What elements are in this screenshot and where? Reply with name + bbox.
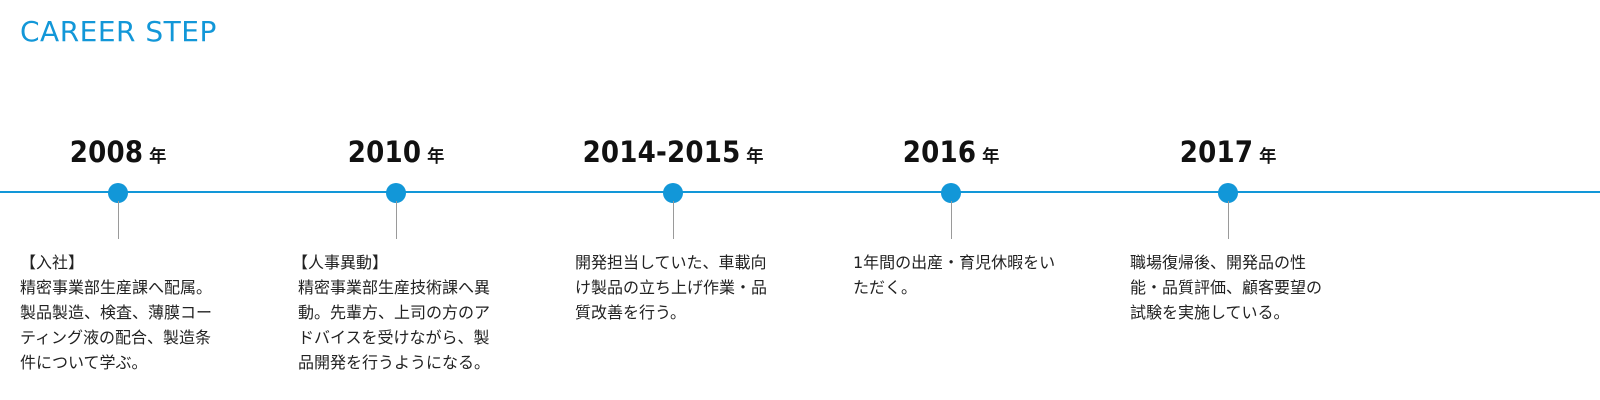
year-number: 2017 [1179,135,1254,169]
year-unit: 年 [427,147,445,167]
milestone-text: 精密事業部生産技術課へ異動。先輩方、上司の方のアドバイスを受けながら、製品開発を… [298,278,491,372]
year-unit: 年 [1259,147,1277,167]
year-number: 2016 [902,135,977,169]
milestone-description: 【入社】 精密事業部生産課へ配属。製品製造、検査、薄膜コーティング液の配合、製造… [20,250,226,375]
milestone-text: 開発担当していた、車載向け製品の立ち上げ作業・品質改善を行う。 [575,253,768,322]
timeline-stem [1228,201,1229,239]
year-unit: 年 [746,147,764,167]
timeline-dot [663,183,683,203]
year-unit: 年 [149,147,167,167]
year-number: 2014-2015 [582,135,741,169]
year-number: 2010 [347,135,422,169]
milestone-description: 開発担当していた、車載向け製品の立ち上げ作業・品質改善を行う。 [575,250,781,325]
milestone-description: 1年間の出産・育児休暇をいただく。 [853,250,1059,300]
timeline-stem [673,201,674,239]
timeline-stem [951,201,952,239]
timeline-stem [118,201,119,239]
timeline-line [0,191,1600,193]
milestone-text: 精密事業部生産課へ配属。製品製造、検査、薄膜コーティング液の配合、製造条件につい… [20,278,213,372]
milestone-description: 職場復帰後、開発品の性能・品質評価、顧客要望の試験を実施している。 [1130,250,1336,325]
timeline-dot [1218,183,1238,203]
timeline-stem [396,201,397,239]
timeline-dot [108,183,128,203]
year-number: 2008 [69,135,144,169]
year-unit: 年 [982,147,1000,167]
milestone-text: 職場復帰後、開発品の性能・品質評価、顧客要望の試験を実施している。 [1130,253,1323,322]
milestone-heading: 【人事異動】 [292,253,389,272]
milestone-heading: 【入社】 [20,253,85,272]
timeline-dot [941,183,961,203]
timeline-dot [386,183,406,203]
milestone-text: 1年間の出産・育児休暇をいただく。 [853,253,1056,297]
page-title: CAREER STEP [20,15,217,48]
milestone-description: 【人事異動】 精密事業部生産技術課へ異動。先輩方、上司の方のアドバイスを受けなが… [292,250,498,375]
